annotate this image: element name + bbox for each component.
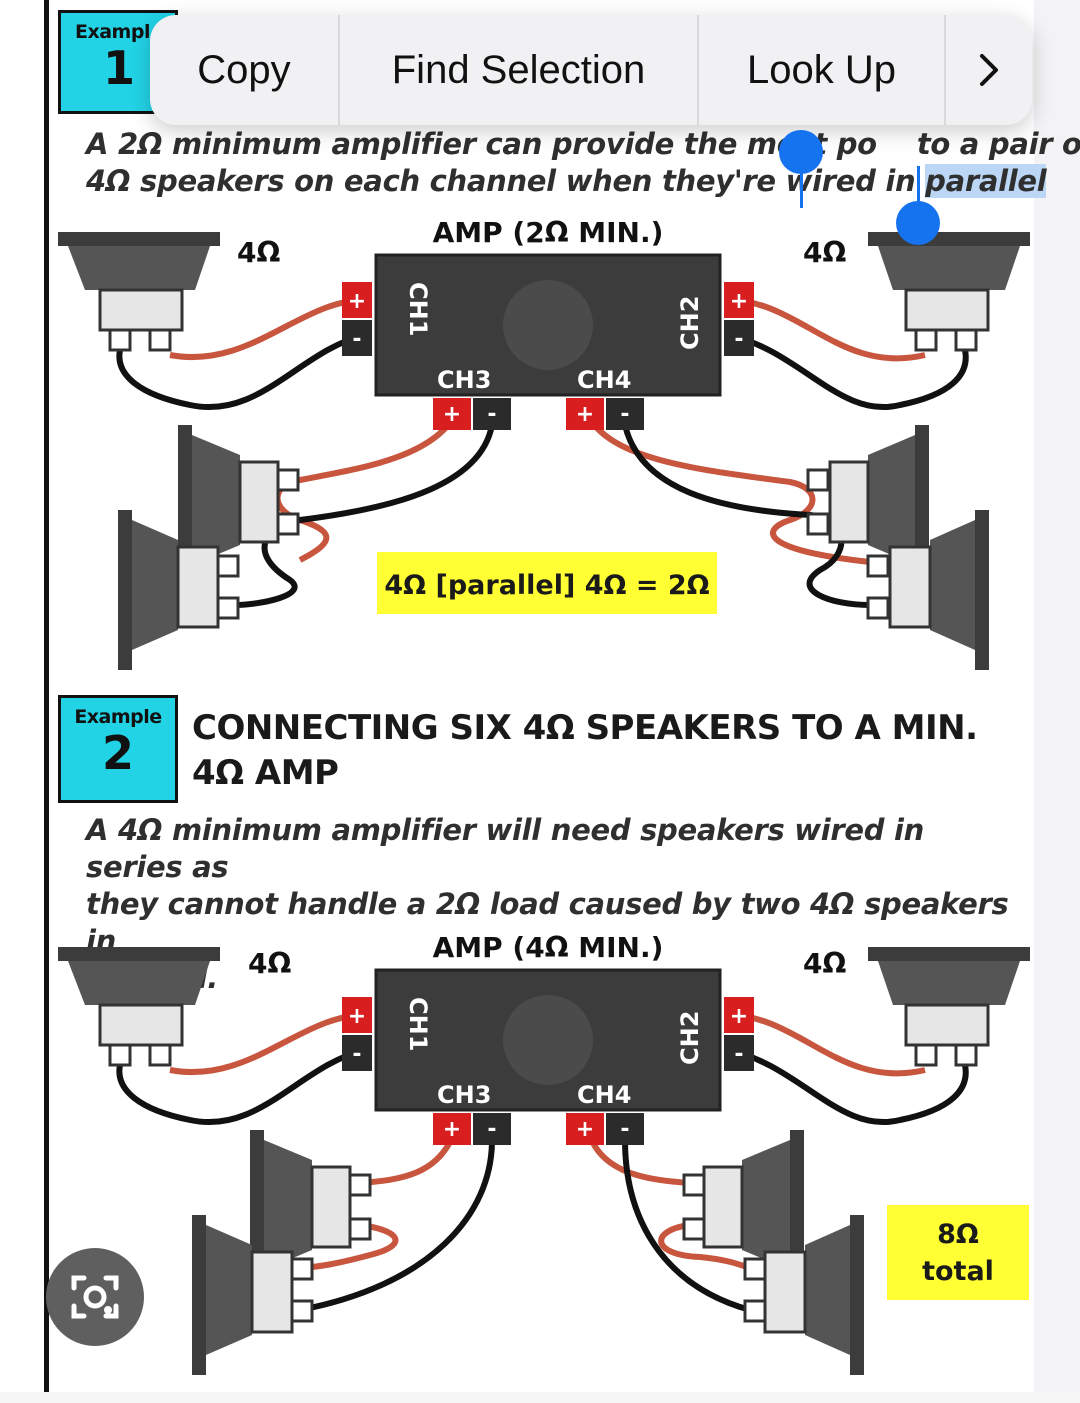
chevron-right-icon: [980, 54, 998, 86]
ch1-plus-terminal: +: [348, 289, 366, 314]
speaker-lower-left-b: [192, 1215, 314, 1375]
ch1-label: CH1: [404, 997, 432, 1051]
speaker-label: 4Ω: [237, 236, 280, 269]
selection-end-caret: [917, 166, 920, 214]
amp-label: AMP (4Ω MIN.): [433, 931, 664, 964]
visual-search-camera-icon: [71, 1275, 119, 1319]
more-options-button[interactable]: [946, 15, 1032, 125]
page-margin: [1034, 0, 1080, 1403]
example-2-badge-label: Example: [74, 706, 162, 728]
ch4-plus-terminal: +: [576, 1117, 594, 1142]
ch2-label: CH2: [676, 1011, 704, 1065]
ch2-minus-terminal: -: [734, 327, 743, 352]
text-selection-menu: Copy Find Selection Look Up: [150, 15, 1032, 125]
example-1-line-1-start[interactable]: A 2Ω minimum amplifier can provide the m…: [86, 127, 877, 161]
ch3-minus-terminal: -: [487, 402, 496, 427]
speaker-lower-right-b: [743, 1215, 864, 1375]
example-1-badge-label: Exampl: [75, 21, 150, 43]
speaker-label: 4Ω: [248, 947, 291, 980]
speaker-lower-right-a: [806, 425, 929, 595]
ch2-label: CH2: [676, 296, 704, 350]
speaker-top-right: 4Ω: [803, 947, 1030, 1067]
ch1-minus-terminal: -: [352, 1042, 361, 1067]
example-1-description[interactable]: A 2Ω minimum amplifier can provide the m…: [86, 126, 1080, 200]
total-impedance-label: 8Ω total: [887, 1205, 1029, 1300]
parallel-formula-text: 4Ω [parallel] 4Ω = 2Ω: [384, 570, 709, 601]
ch1-minus-terminal: -: [352, 327, 361, 352]
selected-text[interactable]: parallel: [925, 164, 1047, 198]
example-1-badge-number: 1: [103, 41, 136, 95]
speaker-top-right: 4Ω: [803, 232, 1030, 352]
ch3-plus-terminal: +: [443, 1117, 461, 1142]
ch4-minus-terminal: -: [620, 402, 629, 427]
copy-button[interactable]: Copy: [150, 15, 340, 125]
find-selection-button[interactable]: Find Selection: [340, 15, 699, 125]
ch2-minus-terminal: -: [734, 1042, 743, 1067]
example-1-wiring-diagram: AMP (2Ω MIN.) CH1 CH2 CH3 CH4 + - + - + …: [58, 216, 1030, 670]
ch1-plus-terminal: +: [348, 1004, 366, 1029]
selection-end-handle[interactable]: [896, 201, 940, 245]
example-1-line-2-start[interactable]: 4Ω speakers on each channel when they're…: [86, 164, 926, 198]
ch1-label: CH1: [404, 282, 432, 336]
total-value: 8Ω: [937, 1219, 979, 1250]
selection-start-handle[interactable]: [779, 130, 823, 174]
amp-label: AMP (2Ω MIN.): [433, 216, 664, 249]
ch3-label: CH3: [437, 1081, 491, 1109]
example-1-amplifier: AMP (2Ω MIN.) CH1 CH2 CH3 CH4 + - + - + …: [342, 216, 754, 430]
example-2-badge: Example 2: [58, 695, 178, 803]
example-2-badge-number: 2: [101, 726, 134, 780]
ch4-plus-terminal: +: [576, 402, 594, 427]
ch4-label: CH4: [577, 366, 631, 394]
example-2-amplifier: AMP (4Ω MIN.) CH1 CH2 CH3 CH4 + - + - + …: [342, 931, 754, 1145]
speaker-label: 4Ω: [803, 947, 846, 980]
page-bottom-strip: [0, 1392, 1080, 1403]
example-1-description-line-2[interactable]: 4Ω speakers on each channel when they're…: [86, 163, 1047, 200]
page-left-rule: [44, 0, 49, 1392]
ch4-minus-terminal: -: [620, 1117, 629, 1142]
look-up-button[interactable]: Look Up: [699, 15, 946, 125]
example-2-wiring-diagram: AMP (4Ω MIN.) CH1 CH2 CH3 CH4 + - + - + …: [58, 931, 1030, 1375]
parallel-formula-label: 4Ω [parallel] 4Ω = 2Ω: [377, 552, 717, 614]
speaker-label: 4Ω: [803, 236, 846, 269]
selection-start-caret: [800, 150, 803, 208]
ch3-minus-terminal: -: [487, 1117, 496, 1142]
speaker-top-left: 4Ω: [58, 947, 291, 1067]
ch2-plus-terminal: +: [730, 289, 748, 314]
example-1-description-line-1[interactable]: A 2Ω minimum amplifier can provide the m…: [86, 126, 1080, 163]
ch3-plus-terminal: +: [443, 402, 461, 427]
speaker-lower-left-b: [118, 510, 240, 670]
example-2-line-1[interactable]: A 4Ω minimum amplifier will need speaker…: [86, 813, 924, 884]
ch2-plus-terminal: +: [730, 1004, 748, 1029]
speaker-top-left: 4Ω: [58, 232, 280, 352]
example-2-heading[interactable]: CONNECTING SIX 4Ω SPEAKERS TO A MIN. 4Ω …: [192, 708, 978, 793]
speaker-lower-right-b: [866, 510, 989, 670]
ch3-label: CH3: [437, 366, 491, 394]
total-word: total: [922, 1256, 994, 1287]
visual-lookup-button[interactable]: [46, 1248, 144, 1346]
ch4-label: CH4: [577, 1081, 631, 1109]
example-1-line-1-end[interactable]: to a pair of: [916, 127, 1080, 161]
